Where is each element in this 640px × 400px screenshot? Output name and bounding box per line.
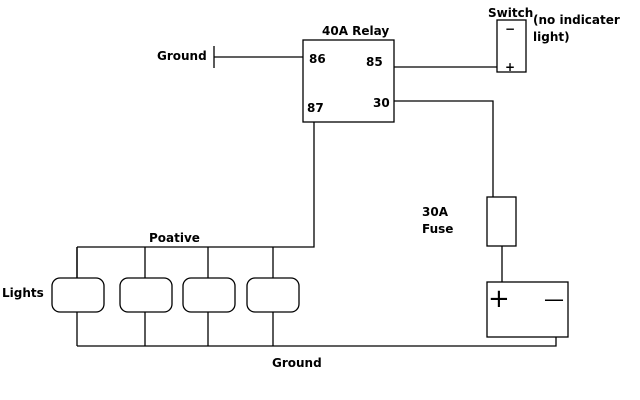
- light-4: [246, 277, 300, 313]
- lights-label: Lights: [2, 286, 44, 300]
- wire-battery-ground: [77, 337, 557, 347]
- switch-plus: +: [505, 60, 515, 74]
- wire-87-positive: [77, 122, 315, 248]
- battery-plus: +: [488, 284, 510, 314]
- positive-label: Poative: [149, 231, 200, 245]
- switch-note-line1: (no indicater: [533, 13, 620, 27]
- switch-box: [496, 19, 527, 73]
- switch-minus: −: [505, 22, 515, 36]
- fuse-label-line1: 30A: [422, 205, 449, 219]
- ground-label-top: Ground: [157, 49, 207, 63]
- switch-note-line2: light): [533, 30, 570, 44]
- relay-pin-30: 30: [373, 96, 390, 110]
- relay-pin-86: 86: [309, 52, 326, 66]
- battery-box: [486, 281, 569, 338]
- relay-box: [302, 39, 395, 123]
- fuse-label-line2: Fuse: [422, 222, 453, 236]
- light-2: [119, 277, 173, 313]
- relay-pin-87: 87: [307, 101, 324, 115]
- relay-pin-85: 85: [366, 55, 383, 69]
- switch-title: Switch: [488, 6, 533, 20]
- relay-title: 40A Relay: [322, 24, 389, 38]
- ground-label-bottom: Ground: [272, 356, 322, 370]
- fuse-box: [486, 196, 517, 247]
- battery-minus: —: [544, 287, 564, 311]
- light-1: [51, 277, 105, 313]
- wire-30-fuse: [394, 100, 494, 197]
- light-3: [182, 277, 236, 313]
